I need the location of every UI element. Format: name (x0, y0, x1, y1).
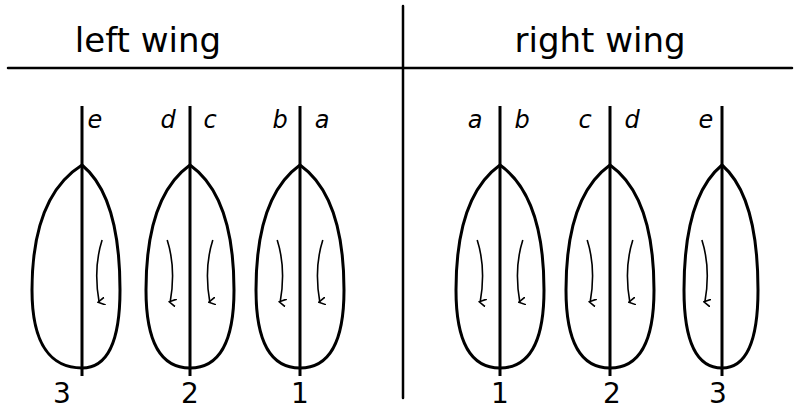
flow-arrow (97, 240, 102, 302)
feather-shaft (299, 106, 302, 376)
feather-number: 2 (181, 380, 199, 408)
vane-letter: d (624, 108, 639, 132)
wing-header: right wing (514, 23, 685, 57)
vane-letter: a (315, 108, 330, 132)
vane-letter: a (468, 108, 483, 132)
flow-arrow (518, 240, 523, 302)
feather-shaft (721, 106, 724, 376)
flow-arrow (167, 240, 172, 302)
divider-line (402, 6, 405, 398)
header-rule (8, 67, 792, 70)
feather-number: 1 (491, 380, 509, 408)
vane-letter: b (272, 108, 287, 132)
vane-letter: b (514, 108, 529, 132)
flow-arrow (277, 240, 282, 302)
flow-arrow (208, 240, 213, 302)
wing-header: left wing (75, 23, 221, 57)
feather-number: 2 (603, 380, 621, 408)
feather-shaft (609, 106, 612, 376)
flow-arrow (318, 240, 323, 302)
feather-shaft (81, 106, 84, 376)
vane-letter: e (699, 108, 714, 132)
flow-arrow (628, 240, 633, 302)
flow-arrow (702, 240, 707, 302)
vane-letter: d (160, 108, 175, 132)
feather-number: 3 (53, 380, 71, 408)
vane-letter: e (88, 108, 103, 132)
feather-shaft (499, 106, 502, 376)
flow-arrow (587, 240, 592, 302)
feather-vane (32, 165, 120, 368)
vane-letter: c (203, 108, 216, 132)
feather-number: 1 (291, 380, 309, 408)
flow-arrow (477, 240, 482, 302)
vane-letter: c (578, 108, 591, 132)
feather-shaft (189, 106, 192, 376)
feather-number: 3 (709, 380, 727, 408)
